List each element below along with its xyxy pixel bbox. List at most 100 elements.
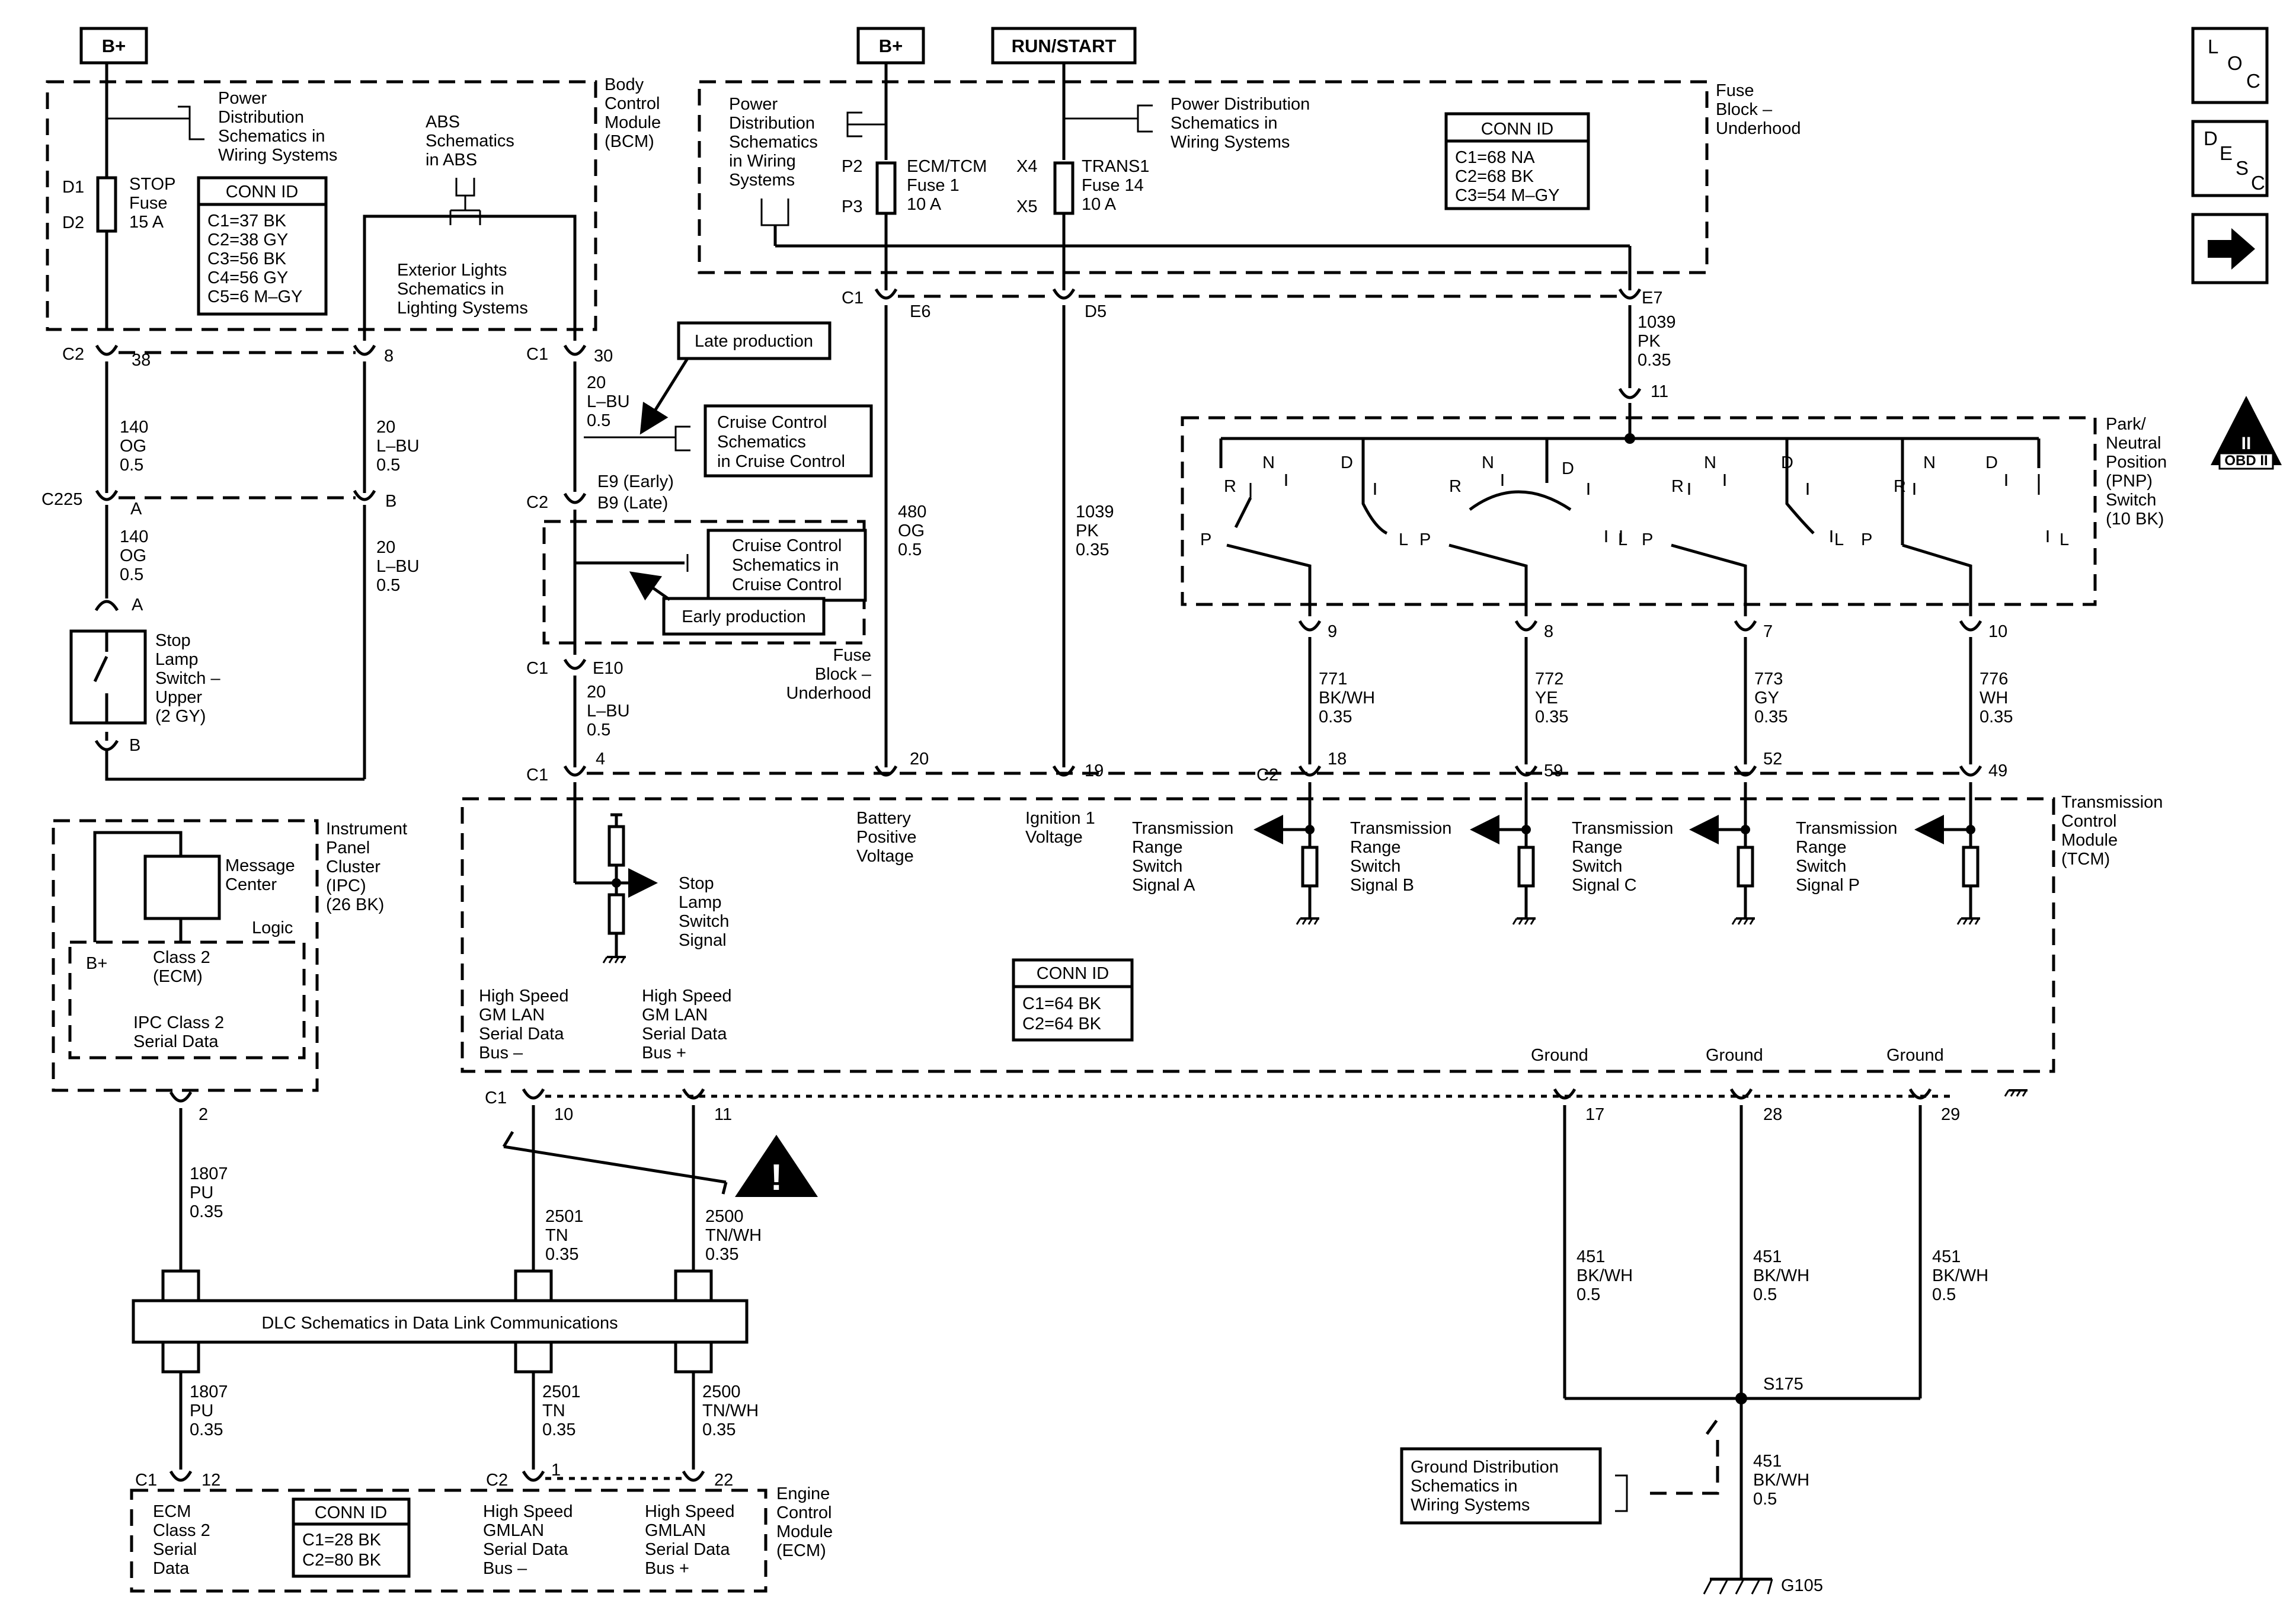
svg-text:Transmission: Transmission bbox=[1796, 819, 1897, 838]
svg-text:Cruise Control: Cruise Control bbox=[732, 575, 842, 594]
svg-text:IPC Class 2: IPC Class 2 bbox=[133, 1013, 224, 1032]
svg-text:X5: X5 bbox=[1016, 197, 1037, 216]
svg-text:Class 2: Class 2 bbox=[153, 1521, 210, 1540]
stop-lamp-switch-signal-label: Stop Lamp Switch Signal bbox=[679, 874, 729, 950]
fuse-block-underhood-title: Fuse Block – Underhood bbox=[1716, 81, 1801, 138]
svg-text:Data: Data bbox=[153, 1559, 190, 1578]
wire-451-bkwh-3: 451 BK/WH 0.5 bbox=[1932, 1247, 1988, 1304]
svg-text:C4=56 GY: C4=56 GY bbox=[207, 268, 288, 287]
svg-text:ABS: ABS bbox=[426, 113, 460, 132]
wire-2501-tn-a: 2501 TN 0.35 bbox=[545, 1207, 584, 1264]
svg-text:N: N bbox=[1704, 453, 1716, 472]
svg-text:C1=37 BK: C1=37 BK bbox=[207, 212, 287, 231]
svg-text:Cruise Control: Cruise Control bbox=[717, 413, 827, 432]
svg-text:Stop: Stop bbox=[679, 874, 714, 893]
svg-text:P3: P3 bbox=[842, 197, 862, 216]
wire-2501-tn-b: 2501 TN 0.35 bbox=[542, 1382, 581, 1439]
svg-text:TRANS1: TRANS1 bbox=[1082, 157, 1149, 176]
svg-text:0.5: 0.5 bbox=[1932, 1285, 1956, 1304]
wire-1039-pk-a: 1039 PK 0.35 bbox=[1638, 313, 1676, 370]
stop-lamp-switch-label: Stop Lamp Switch – Upper (2 GY) bbox=[155, 631, 220, 726]
loc-button[interactable]: L O C bbox=[2191, 27, 2269, 104]
svg-text:High Speed: High Speed bbox=[483, 1502, 573, 1521]
svg-text:0.5: 0.5 bbox=[376, 576, 400, 595]
svg-text:Schematics: Schematics bbox=[717, 433, 806, 452]
desc-button[interactable]: D E S C bbox=[2191, 120, 2269, 197]
svg-text:Message: Message bbox=[225, 856, 295, 875]
ecm-hs-gmlan-minus-label: High Speed GMLAN Serial Data Bus – bbox=[483, 1502, 573, 1578]
ecm-class2-serial-data-label: ECM Class 2 Serial Data bbox=[153, 1502, 210, 1578]
svg-text:451: 451 bbox=[1753, 1247, 1782, 1266]
svg-text:Park/: Park/ bbox=[2106, 415, 2147, 434]
svg-text:0.35: 0.35 bbox=[705, 1245, 738, 1264]
svg-text:772: 772 bbox=[1535, 670, 1563, 689]
svg-text:Serial Data: Serial Data bbox=[133, 1032, 219, 1051]
svg-text:C3=54 M–GY: C3=54 M–GY bbox=[1455, 186, 1560, 205]
early-production-label-box bbox=[662, 597, 826, 636]
svg-text:C2: C2 bbox=[486, 1471, 508, 1490]
svg-text:E10: E10 bbox=[593, 659, 623, 678]
cruise-control-ref-1 bbox=[703, 404, 873, 478]
svg-text:Schematics in: Schematics in bbox=[397, 280, 504, 299]
svg-text:Bus –: Bus – bbox=[479, 1044, 523, 1062]
svg-text:Late production: Late production bbox=[695, 332, 813, 351]
svg-text:28: 28 bbox=[1763, 1105, 1782, 1124]
svg-text:(ECM): (ECM) bbox=[153, 967, 203, 986]
svg-text:Signal: Signal bbox=[679, 931, 727, 950]
pnp-contact-group-2: R N D P L bbox=[1419, 438, 1627, 616]
splice-s175: S175 bbox=[1763, 1375, 1803, 1394]
dlc-reference-box[interactable] bbox=[132, 1299, 749, 1344]
svg-text:Schematics: Schematics bbox=[426, 132, 514, 151]
wire-2500-tnwh-a: 2500 TN/WH 0.35 bbox=[705, 1207, 762, 1264]
next-arrow-button[interactable] bbox=[2191, 213, 2269, 284]
svg-text:Serial Data: Serial Data bbox=[645, 1540, 730, 1559]
svg-text:OG: OG bbox=[120, 437, 146, 456]
svg-text:Upper: Upper bbox=[155, 688, 202, 707]
svg-text:PU: PU bbox=[190, 1183, 213, 1202]
svg-text:C: C bbox=[2251, 172, 2265, 194]
svg-text:High Speed: High Speed bbox=[642, 987, 732, 1006]
svg-text:9: 9 bbox=[1328, 622, 1337, 641]
svg-text:0.5: 0.5 bbox=[120, 456, 143, 475]
svg-text:Serial Data: Serial Data bbox=[642, 1025, 727, 1044]
svg-text:L–BU: L–BU bbox=[376, 437, 420, 456]
trans1-fuse bbox=[1053, 161, 1075, 215]
svg-text:BK/WH: BK/WH bbox=[1576, 1266, 1633, 1285]
message-center bbox=[143, 854, 221, 920]
svg-text:1807: 1807 bbox=[190, 1164, 228, 1183]
svg-text:D: D bbox=[1562, 459, 1574, 478]
svg-text:22: 22 bbox=[714, 1471, 733, 1490]
svg-text:Engine: Engine bbox=[776, 1484, 830, 1503]
svg-text:ECM/TCM: ECM/TCM bbox=[907, 157, 987, 176]
svg-text:Fuse: Fuse bbox=[833, 646, 871, 665]
svg-text:20: 20 bbox=[587, 373, 606, 392]
svg-text:in ABS: in ABS bbox=[426, 151, 477, 169]
ecm-conn-id-table bbox=[292, 1497, 411, 1578]
svg-text:E: E bbox=[2220, 142, 2233, 164]
svg-text:P: P bbox=[1861, 530, 1872, 549]
pnp-contact-group-4: R N D P L bbox=[1830, 438, 2069, 616]
warning-icon bbox=[735, 1135, 818, 1197]
stop-fuse-label: STOP Fuse 15 A bbox=[129, 175, 175, 232]
svg-text:Position: Position bbox=[2106, 453, 2167, 472]
bplus-box-left bbox=[79, 27, 148, 65]
svg-text:Fuse: Fuse bbox=[1716, 81, 1754, 100]
svg-text:N: N bbox=[1923, 453, 1936, 472]
svg-text:C2=68 BK: C2=68 BK bbox=[1455, 167, 1534, 186]
svg-text:59: 59 bbox=[1544, 761, 1563, 780]
svg-text:C1: C1 bbox=[135, 1471, 157, 1490]
svg-text:High Speed: High Speed bbox=[479, 987, 569, 1006]
svg-text:Power Distribution: Power Distribution bbox=[1171, 95, 1310, 114]
ground-g105 bbox=[1703, 1577, 1773, 1595]
wire-480-og: 480 OG 0.5 bbox=[898, 502, 926, 559]
svg-text:480: 480 bbox=[898, 502, 926, 521]
svg-text:1: 1 bbox=[551, 1461, 561, 1480]
svg-text:Switch: Switch bbox=[1572, 857, 1622, 876]
ecm-tcm-fuse bbox=[875, 161, 897, 215]
svg-text:Center: Center bbox=[225, 875, 277, 894]
svg-text:Serial Data: Serial Data bbox=[483, 1540, 568, 1559]
svg-text:P: P bbox=[1200, 530, 1211, 549]
svg-text:C: C bbox=[2246, 70, 2260, 92]
svg-text:X4: X4 bbox=[1016, 157, 1037, 176]
wire-140-og-b: 140 OG 0.5 bbox=[120, 527, 148, 584]
